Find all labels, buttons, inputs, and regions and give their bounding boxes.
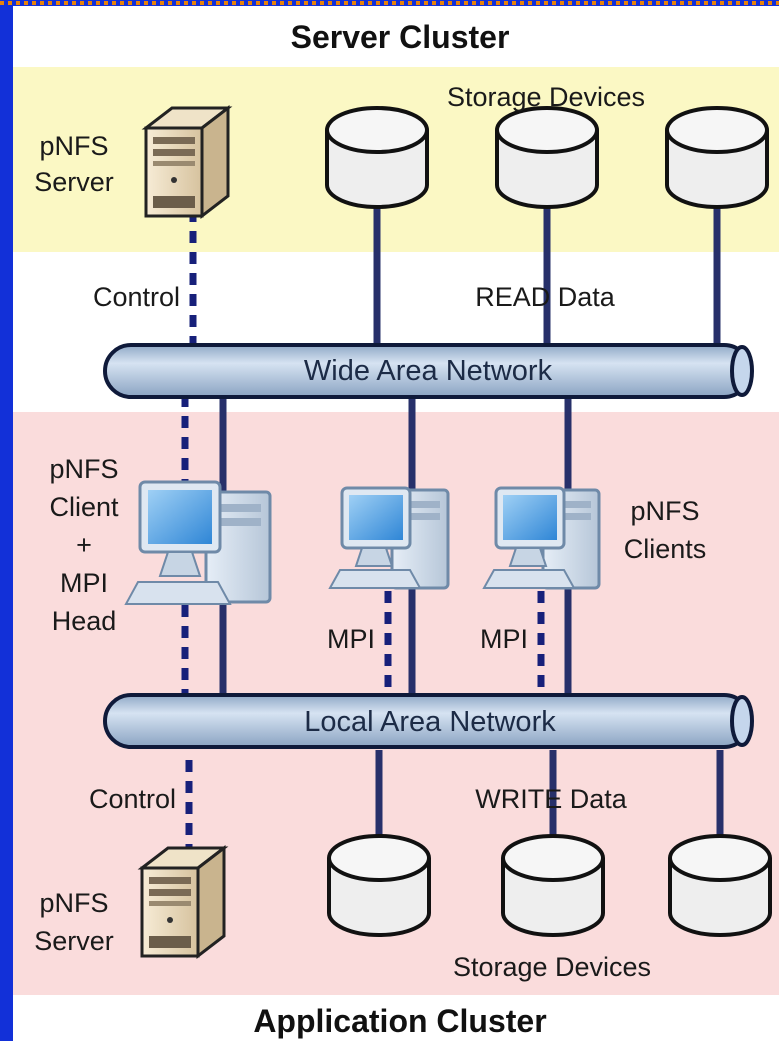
storage-device-1 <box>325 106 429 209</box>
head-label-line2: Client <box>49 492 119 522</box>
storage-devices-label-bottom: Storage Devices <box>453 952 651 982</box>
pnfs-server-label-top-line2: Server <box>34 167 114 197</box>
storage-device-5 <box>501 834 605 937</box>
pnfs-clients-label-line2: Clients <box>624 534 707 564</box>
pnfs-server-label-bottom-line2: Server <box>34 926 114 956</box>
pnfs-server-label-bottom-line1: pNFS <box>39 888 108 918</box>
storage-device-4 <box>327 834 431 937</box>
frame-top-bar <box>0 0 779 6</box>
head-label-line1: pNFS <box>49 454 118 484</box>
mpi-label-1: MPI <box>327 624 375 654</box>
storage-device-6 <box>668 834 772 937</box>
pnfs-server-top-icon <box>141 104 233 220</box>
read-data-label: READ Data <box>475 282 616 312</box>
pnfs-server-bottom-icon <box>137 844 229 960</box>
wan-label: Wide Area Network <box>304 355 553 387</box>
wan-pipe: Wide Area Network <box>103 343 754 399</box>
pnfs-clients-label-line1: pNFS <box>630 496 699 526</box>
lan-label: Local Area Network <box>304 706 556 738</box>
storage-devices-label-top: Storage Devices <box>447 82 645 112</box>
control-label-top: Control <box>93 282 180 312</box>
server-cluster-title: Server Cluster <box>291 19 510 55</box>
head-label-line5: Head <box>52 606 117 636</box>
pnfs-client-icon <box>482 486 601 590</box>
pnfs-server-label-top-line1: pNFS <box>39 131 108 161</box>
write-data-label: WRITE Data <box>475 784 628 814</box>
application-cluster-title: Application Cluster <box>253 1003 546 1039</box>
storage-device-2 <box>495 106 599 209</box>
head-label-line3: + <box>76 530 92 560</box>
frame-left-bar <box>0 0 13 1041</box>
storage-device-3 <box>665 106 769 209</box>
head-label-line4: MPI <box>60 568 108 598</box>
mpi-client-icon <box>328 486 450 590</box>
mpi-label-2: MPI <box>480 624 528 654</box>
pnfs-client-mpi-head-icon <box>124 480 272 605</box>
control-label-bottom: Control <box>89 784 176 814</box>
lan-pipe: Local Area Network <box>103 693 754 749</box>
